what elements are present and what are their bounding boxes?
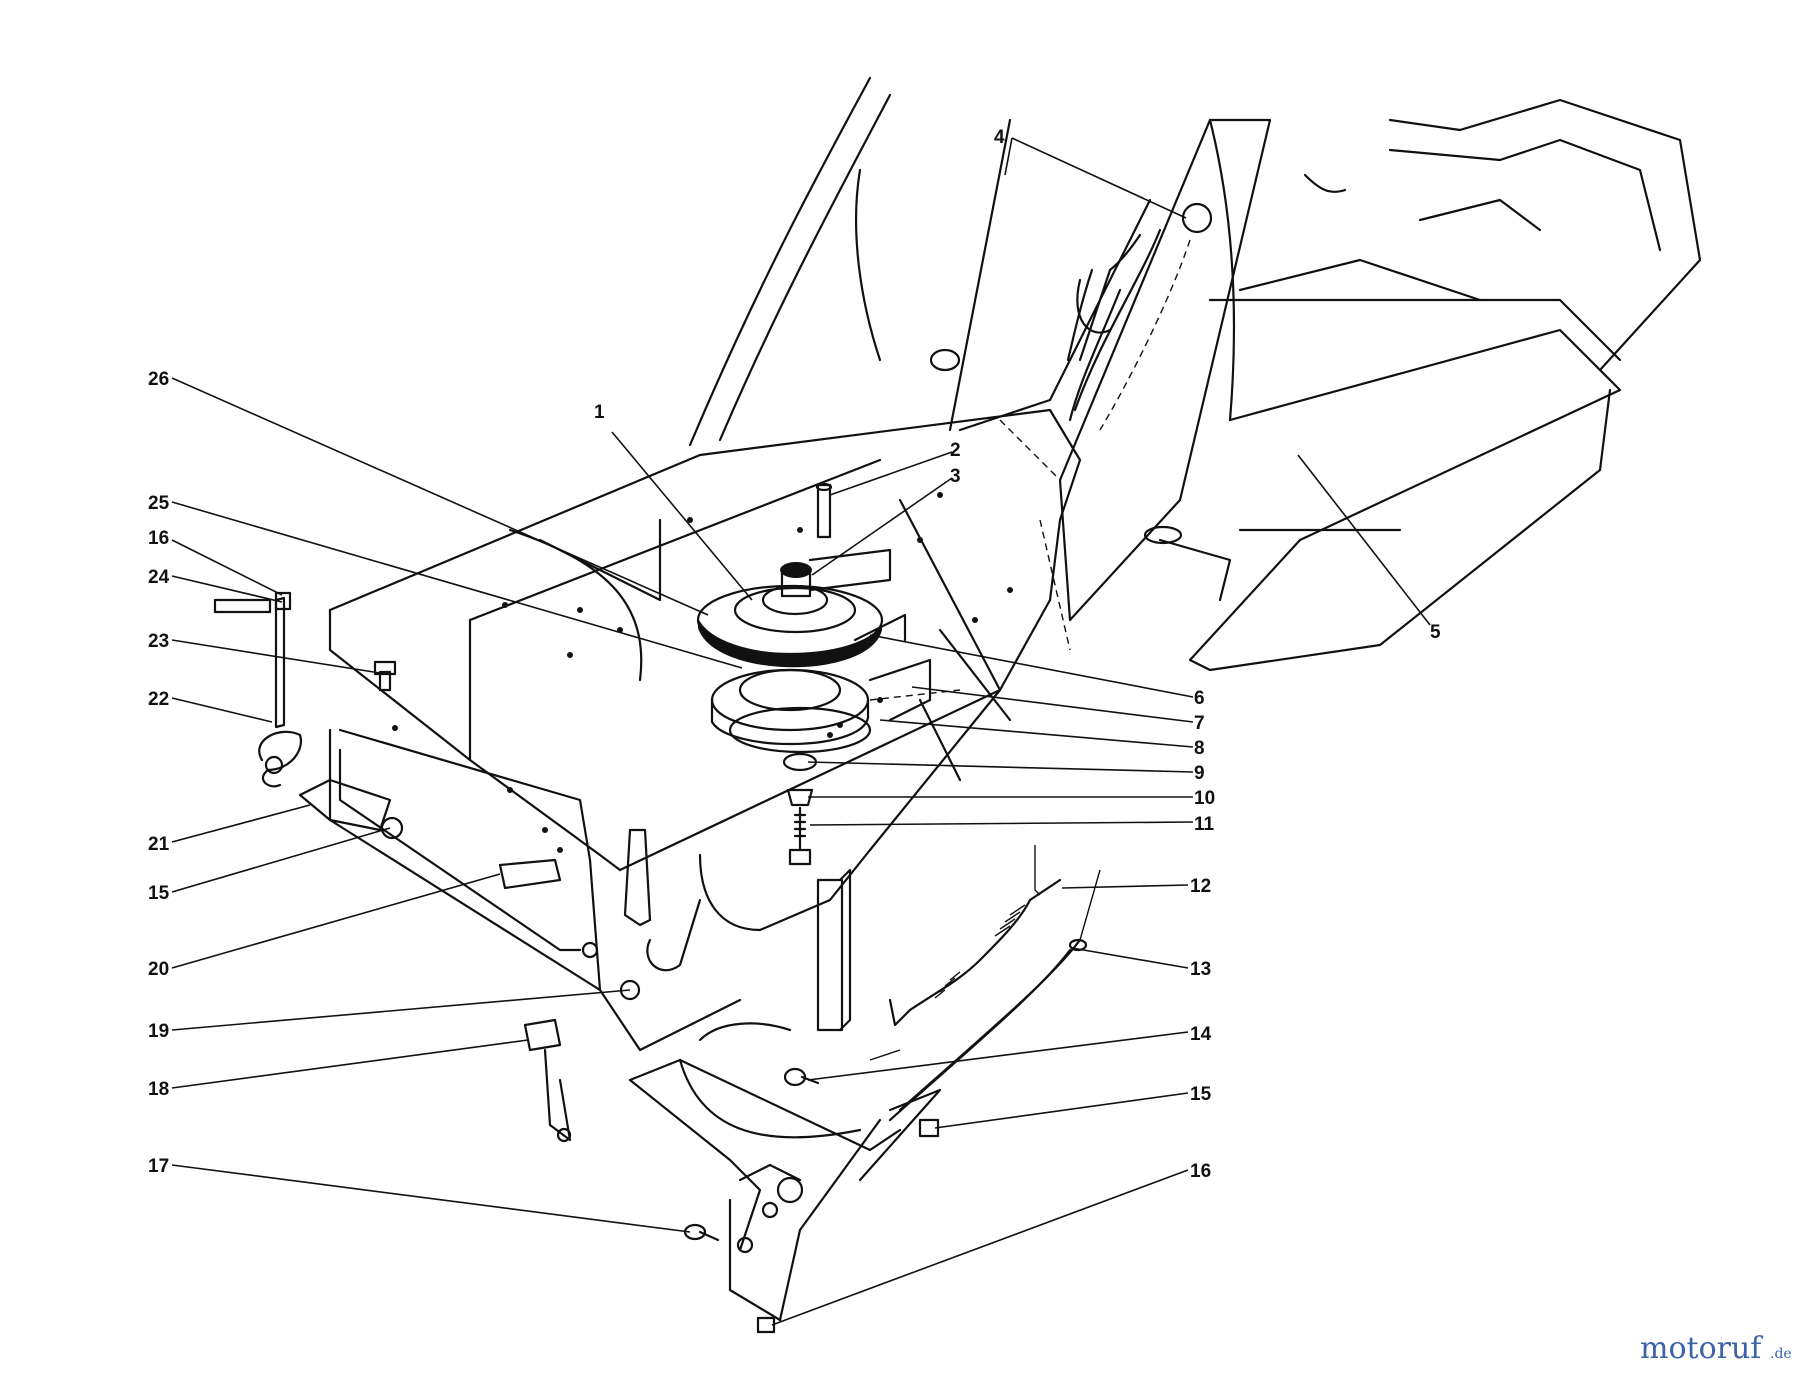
callout-13: 13 — [1190, 959, 1211, 980]
callout-8: 8 — [1194, 738, 1205, 759]
front-bracket — [298, 778, 852, 1032]
callout-9: 9 — [1194, 763, 1205, 784]
left-linkage — [213, 591, 398, 788]
callout-16-left: 16 — [148, 528, 169, 549]
callout-6: 6 — [1194, 688, 1205, 709]
callout-12: 12 — [1190, 876, 1211, 897]
callout-14: 14 — [1190, 1024, 1212, 1045]
motoruf-watermark: motoruf .de — [1640, 1331, 1792, 1366]
key — [815, 482, 833, 539]
callout-10: 10 — [1194, 788, 1215, 809]
callout-23: 23 — [148, 631, 169, 652]
lift-lever — [1066, 202, 1213, 431]
callout-7: 7 — [1194, 713, 1205, 734]
callout-26: 26 — [148, 369, 169, 390]
lower-bracket — [523, 1018, 942, 1334]
callout-3: 3 — [950, 466, 961, 487]
callout-16-right: 16 — [1190, 1161, 1211, 1182]
callout-17: 17 — [148, 1156, 169, 1177]
callout-15-right: 15 — [1190, 1084, 1212, 1105]
callout-20: 20 — [148, 959, 169, 980]
deck-holes — [502, 492, 1013, 853]
bolt-stack — [782, 752, 818, 866]
dash-frame — [688, 76, 1702, 672]
callout-18: 18 — [148, 1079, 169, 1100]
callout-1: 1 — [594, 402, 605, 423]
callout-4: 4 — [994, 127, 1005, 148]
callout-5: 5 — [1430, 622, 1441, 643]
leader-lines — [171, 137, 1431, 1326]
callout-labels: 1 2 3 4 5 6 7 8 9 10 11 12 13 14 15 16 1… — [148, 127, 1441, 1182]
callout-25: 25 — [148, 493, 170, 514]
spring-rod — [869, 845, 1101, 1122]
watermark-brand: motoruf — [1640, 1331, 1763, 1366]
watermark-suffix: .de — [1770, 1346, 1792, 1362]
callout-21: 21 — [148, 834, 170, 855]
callout-22: 22 — [148, 689, 169, 710]
callout-19: 19 — [148, 1021, 169, 1042]
callout-11: 11 — [1194, 814, 1215, 835]
callout-2: 2 — [950, 440, 961, 461]
pulley-assembly — [696, 548, 961, 754]
callout-15-left: 15 — [148, 883, 170, 904]
frame-deck — [328, 408, 1082, 1052]
callout-24: 24 — [148, 567, 170, 588]
